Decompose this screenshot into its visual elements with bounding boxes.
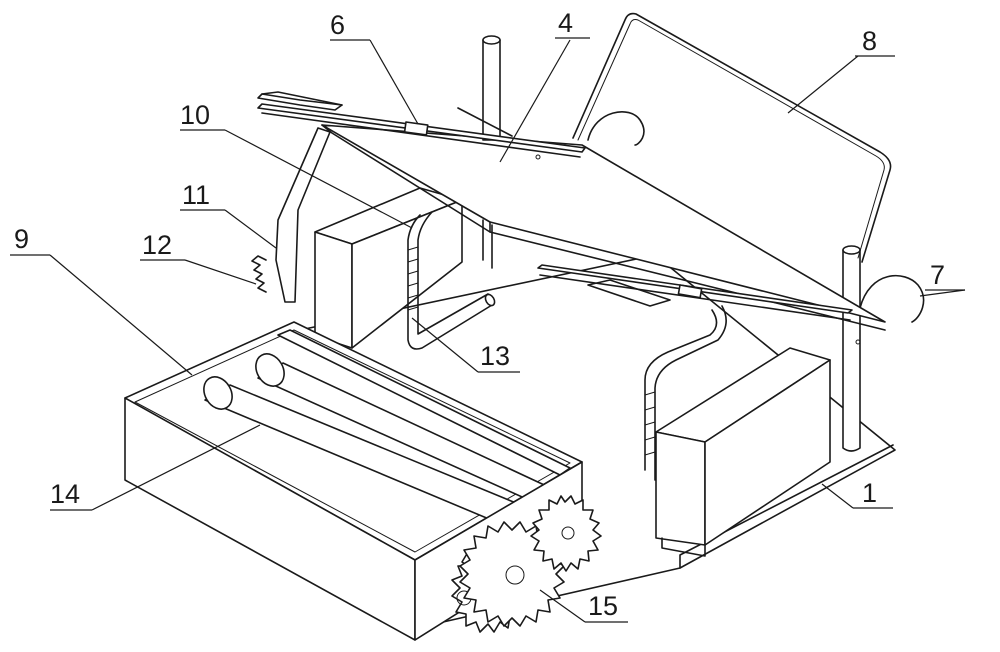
label-1: 1	[862, 478, 877, 508]
tray-box	[124, 321, 583, 641]
label-15: 15	[588, 591, 618, 621]
reference-numerals: 6 4 8 7 9 10 11 12 13 14 15 1	[14, 8, 945, 621]
center-post	[457, 35, 513, 269]
label-8: 8	[862, 26, 877, 56]
label-9: 9	[14, 224, 29, 254]
label-14: 14	[50, 479, 80, 509]
hook-top	[587, 111, 645, 146]
label-6: 6	[330, 10, 345, 40]
leader-lines	[10, 37, 966, 623]
hook-7	[859, 274, 925, 323]
gear-small-right	[530, 495, 602, 572]
hose-left	[407, 211, 496, 350]
label-10: 10	[180, 100, 210, 130]
frame-8	[572, 12, 892, 263]
top-bar-assembly	[257, 91, 645, 158]
side-arm	[251, 127, 331, 303]
label-11: 11	[182, 180, 210, 210]
hose-right	[644, 305, 727, 481]
label-4: 4	[558, 8, 573, 38]
right-post	[842, 245, 925, 452]
label-7: 7	[930, 260, 945, 290]
lower-bar-assembly	[537, 264, 853, 321]
motor-box-right	[655, 347, 831, 557]
roller-back	[277, 329, 571, 476]
label-13: 13	[480, 341, 510, 371]
label-12: 12	[142, 230, 172, 260]
